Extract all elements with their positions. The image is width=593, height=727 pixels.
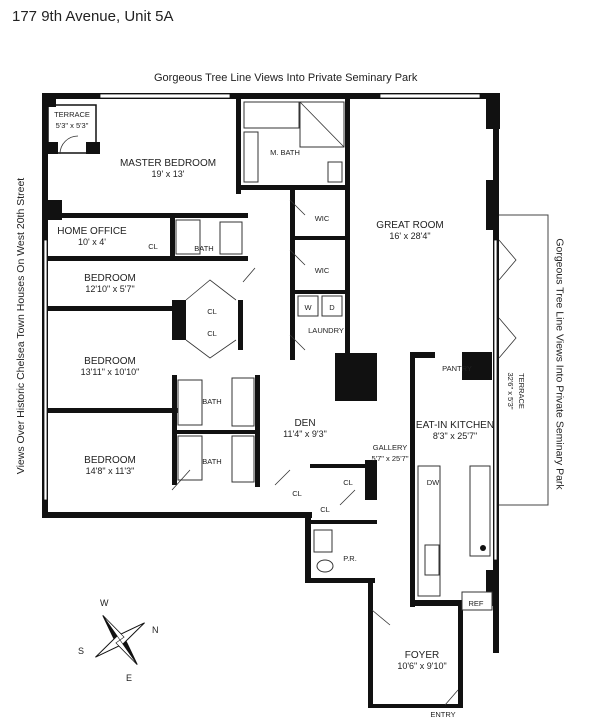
laundry-label: LAUNDRY bbox=[308, 326, 344, 335]
bedroom2-dim: 13'11" x 10'10" bbox=[80, 367, 140, 377]
great-room-dim: 16' x 28'4" bbox=[389, 231, 431, 241]
gallery-name: GALLERY bbox=[372, 443, 408, 452]
home-office-dim: 10' x 4' bbox=[78, 237, 106, 247]
master-bedroom-dim: 19' x 13' bbox=[151, 169, 185, 179]
bath2-label: BATH bbox=[202, 397, 222, 406]
foyer-dim: 10'6" x 9'10" bbox=[397, 661, 447, 671]
bedroom1-dim: 12'10" x 5'7" bbox=[85, 284, 135, 294]
compass-w: W bbox=[100, 598, 109, 608]
wic2-label: WIC bbox=[314, 266, 330, 275]
top-view-label: Gorgeous Tree Line Views Into Private Se… bbox=[154, 72, 418, 84]
den-name: DEN bbox=[294, 418, 316, 429]
washer-label: W bbox=[304, 303, 312, 312]
gallery-dim: 5'7" x 25'7" bbox=[371, 454, 409, 463]
foyer-name: FOYER bbox=[404, 650, 440, 661]
compass-n: N bbox=[152, 625, 159, 635]
master-bedroom-name: MASTER BEDROOM bbox=[119, 158, 217, 169]
bath3-label: BATH bbox=[202, 457, 222, 466]
interior-walls bbox=[48, 99, 492, 607]
bedroom3-dim: 14'8" x 11'3" bbox=[85, 466, 135, 476]
home-office-name: HOME OFFICE bbox=[57, 226, 127, 237]
entry-label: ENTRY bbox=[430, 710, 456, 719]
bath1-label: BATH bbox=[194, 244, 214, 253]
kitchen-dim: 8'3" x 25'7" bbox=[432, 431, 478, 441]
cl6-label: CL bbox=[320, 505, 330, 514]
compass-e: E bbox=[126, 673, 133, 683]
cl1-label: CL bbox=[148, 242, 158, 251]
den-dim: 11'4" x 9'3" bbox=[283, 429, 327, 439]
compass-rose bbox=[95, 615, 145, 665]
terrace-large-name: TERRACE bbox=[517, 373, 526, 409]
bedroom1-name: BEDROOM bbox=[84, 273, 136, 284]
terrace-small-name: TERRACE bbox=[54, 110, 90, 119]
cl4-label: CL bbox=[292, 489, 302, 498]
left-view-label: Views Over Historic Chelsea Town Houses … bbox=[15, 177, 28, 475]
listing-title: 177 9th Avenue, Unit 5A bbox=[12, 8, 174, 25]
terrace-small-dim: 5'3" x 5'3" bbox=[55, 121, 89, 130]
kitchen-name: EAT-IN KITCHEN bbox=[415, 420, 495, 431]
wic1-label: WIC bbox=[314, 214, 330, 223]
dryer-label: D bbox=[329, 303, 335, 312]
m-bath-label: M. BATH bbox=[270, 148, 300, 157]
large-terrace-outline bbox=[499, 214, 549, 506]
bedroom2-name: BEDROOM bbox=[84, 356, 136, 367]
dw-label: DW bbox=[426, 478, 440, 487]
cl3-label: CL bbox=[207, 329, 217, 338]
ref-label: REF bbox=[468, 599, 484, 608]
bedroom3-name: BEDROOM bbox=[84, 455, 136, 466]
great-room-name: GREAT ROOM bbox=[376, 220, 444, 231]
cl5-label: CL bbox=[343, 478, 353, 487]
cl2-label: CL bbox=[207, 307, 217, 316]
fixtures bbox=[175, 101, 493, 611]
door-swings bbox=[171, 199, 459, 706]
right-view-label: Gorgeous Tree Line Views Into Private Se… bbox=[553, 238, 566, 490]
terrace-large-dim: 32'6" x 5'3" bbox=[506, 372, 515, 410]
small-terrace-outline bbox=[47, 104, 100, 155]
compass-s: S bbox=[78, 646, 85, 656]
powder-room-label: P.R. bbox=[343, 554, 357, 563]
pantry-label: PANTRY bbox=[442, 364, 472, 373]
